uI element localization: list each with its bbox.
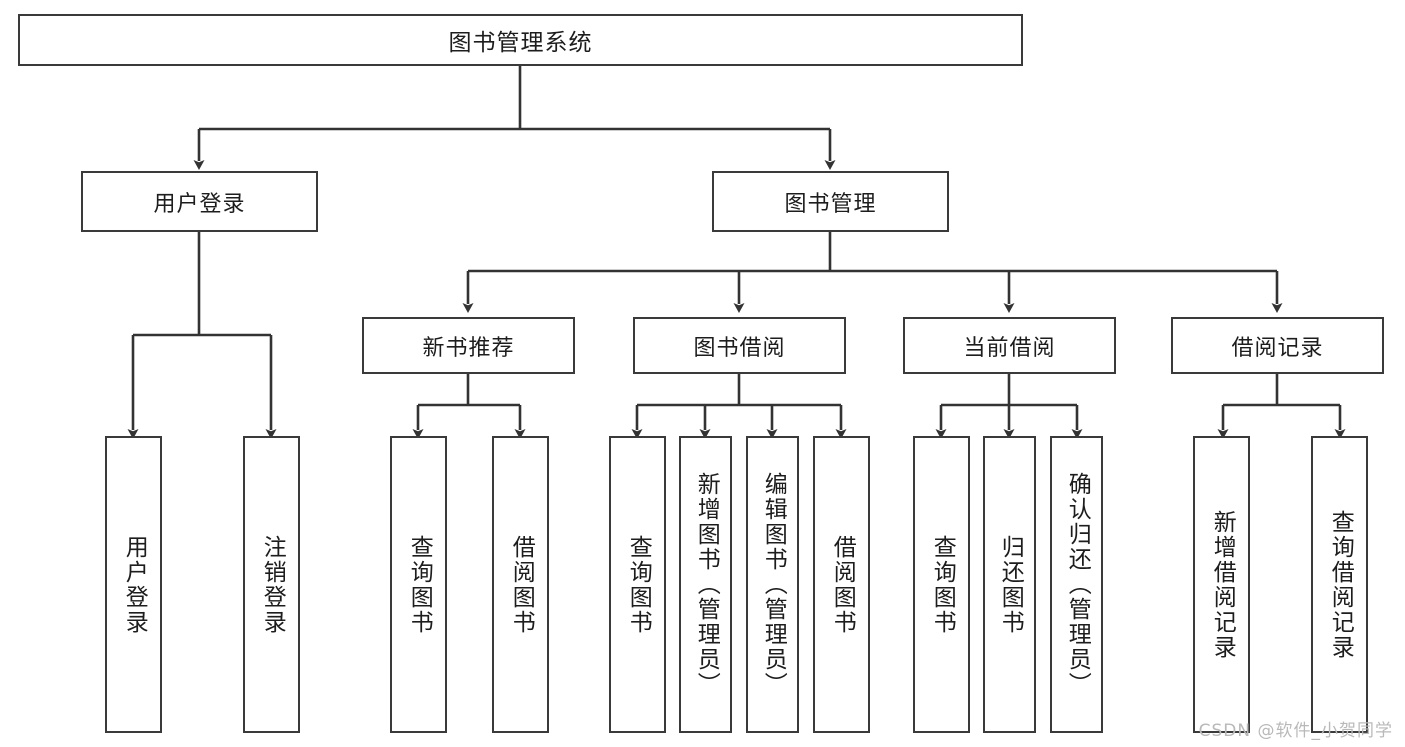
leaf-user-login-login[interactable]: 用户登录 [105, 436, 162, 733]
node-user-login-label: 用户登录 [153, 191, 246, 217]
node-book-manage[interactable]: 图书管理 [712, 171, 949, 232]
leaf-label: 查询图书 [625, 534, 652, 635]
leaf-label: 新增图书（管理员） [693, 472, 720, 697]
leaf-label: 归还图书 [997, 534, 1024, 635]
leaf-borrow-record-query[interactable]: 查询借阅记录 [1311, 436, 1368, 733]
leaf-label: 确认归还（管理员） [1064, 472, 1091, 697]
leaf-current-borrow-query[interactable]: 查询图书 [913, 436, 970, 733]
leaf-label: 新增借阅记录 [1209, 509, 1236, 660]
node-book-borrow[interactable]: 图书借阅 [633, 317, 846, 374]
watermark: CSDN @软件_小贺同学 [1198, 721, 1393, 741]
node-book-manage-label: 图书管理 [784, 191, 877, 217]
leaf-book-borrow-lend[interactable]: 借阅图书 [813, 436, 870, 733]
leaf-current-borrow-confirm[interactable]: 确认归还（管理员） [1050, 436, 1103, 733]
leaf-new-book-query[interactable]: 查询图书 [390, 436, 447, 733]
node-user-login[interactable]: 用户登录 [81, 171, 318, 232]
leaf-current-borrow-return[interactable]: 归还图书 [983, 436, 1036, 733]
node-new-book-recommend[interactable]: 新书推荐 [362, 317, 575, 374]
leaf-new-book-borrow[interactable]: 借阅图书 [492, 436, 549, 733]
leaf-borrow-record-add[interactable]: 新增借阅记录 [1193, 436, 1250, 733]
leaf-label: 注销登录 [259, 534, 286, 635]
node-new-book-recommend-label: 新书推荐 [422, 335, 515, 361]
node-borrow-record[interactable]: 借阅记录 [1171, 317, 1384, 374]
leaf-label: 借阅图书 [829, 534, 856, 635]
leaf-label: 用户登录 [121, 534, 148, 635]
node-book-borrow-label: 图书借阅 [693, 335, 786, 361]
node-root[interactable]: 图书管理系统 [18, 14, 1023, 66]
node-current-borrow[interactable]: 当前借阅 [903, 317, 1116, 374]
leaf-book-borrow-query[interactable]: 查询图书 [609, 436, 666, 733]
node-current-borrow-label: 当前借阅 [963, 335, 1056, 361]
leaf-label: 查询图书 [929, 534, 956, 635]
leaf-book-borrow-add[interactable]: 新增图书（管理员） [679, 436, 732, 733]
node-root-label: 图书管理系统 [448, 30, 593, 56]
leaf-label: 编辑图书（管理员） [760, 472, 787, 697]
leaf-label: 查询借阅记录 [1327, 509, 1354, 660]
leaf-book-borrow-edit[interactable]: 编辑图书（管理员） [746, 436, 799, 733]
leaf-user-login-logout[interactable]: 注销登录 [243, 436, 300, 733]
node-borrow-record-label: 借阅记录 [1231, 335, 1324, 361]
leaf-label: 查询图书 [406, 534, 433, 635]
leaf-label: 借阅图书 [508, 534, 535, 635]
